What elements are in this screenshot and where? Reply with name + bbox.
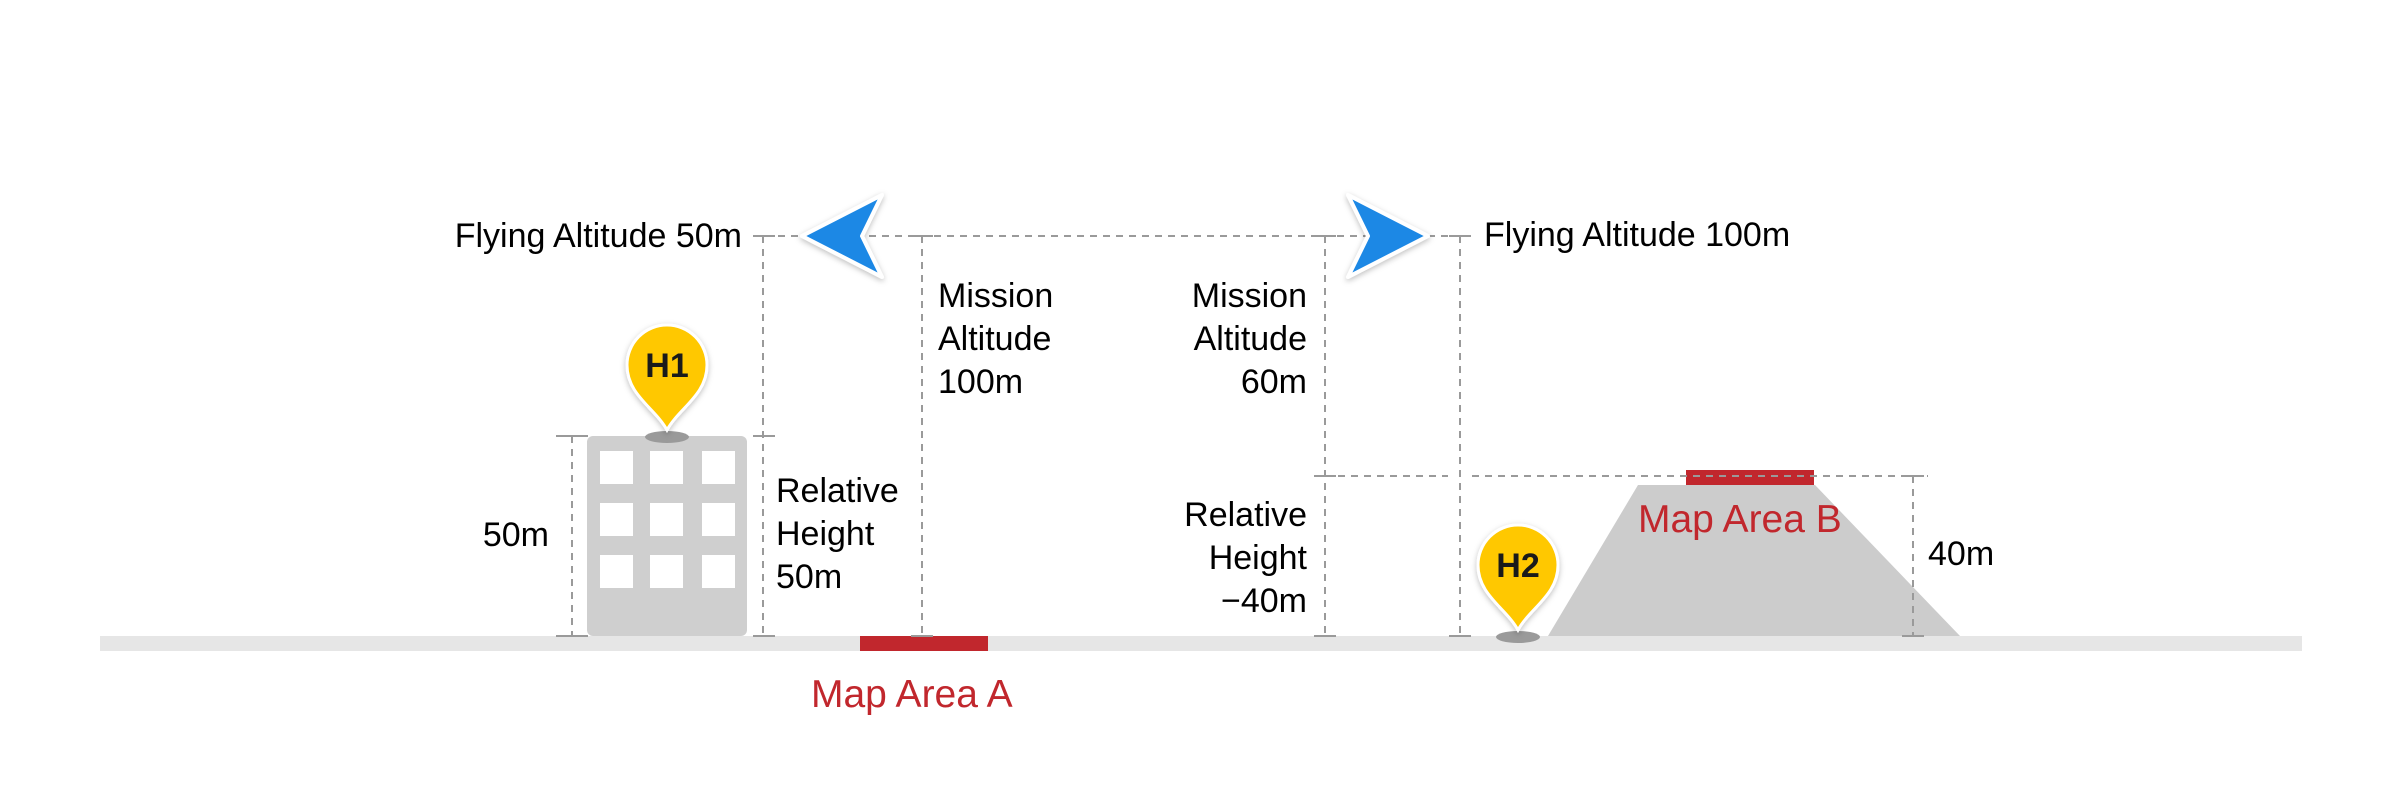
- arrow-right-icon: [1346, 193, 1430, 279]
- left-mission-altitude-line-3: 100m: [938, 363, 1024, 401]
- building: [587, 436, 747, 636]
- hill: [1548, 485, 1960, 636]
- map-area-a-marker: [860, 636, 988, 651]
- left-mission-altitude-label: Mission Altitude 100m: [938, 275, 1053, 404]
- map-area-a-label: Map Area A: [811, 673, 1013, 716]
- home-point-h2-pin: H2: [1476, 523, 1560, 643]
- right-relative-height-line-2: Height: [1208, 539, 1307, 577]
- left-relative-height-label: Relative Height 50m: [776, 470, 899, 599]
- left-relative-height-line-2: Height: [776, 515, 875, 553]
- home-point-h2-label: H2: [1496, 547, 1539, 585]
- right-mission-altitude-label: Mission Altitude 60m: [1192, 275, 1307, 404]
- right-flying-altitude-label: Flying Altitude 100m: [1484, 216, 1791, 254]
- building-height-label: 50m: [482, 516, 549, 554]
- home-point-h1-label: H1: [645, 347, 688, 385]
- home-point-h1-pin: H1: [625, 323, 709, 443]
- arrow-left-icon: [800, 193, 884, 279]
- right-mission-altitude-line-1: Mission: [1191, 277, 1307, 315]
- left-relative-height-line-1: Relative: [776, 472, 899, 510]
- right-relative-height-label: Relative Height −40m: [1184, 494, 1307, 623]
- left-mission-altitude-line-1: Mission: [938, 277, 1054, 315]
- left-flying-altitude-label: Flying Altitude 50m: [454, 217, 742, 255]
- ground-line: [100, 636, 2302, 651]
- right-relative-height-line-1: Relative: [1184, 496, 1307, 534]
- hill-height-label: 40m: [1928, 535, 1995, 573]
- right-relative-height-line-3: −40m: [1221, 582, 1307, 620]
- map-area-b-label: Map Area B: [1638, 498, 1842, 541]
- map-area-b-marker: [1686, 470, 1814, 485]
- left-mission-altitude-line-2: Altitude: [938, 320, 1052, 358]
- right-mission-altitude-line-2: Altitude: [1193, 320, 1307, 358]
- tick-marks: [556, 235, 1924, 637]
- left-relative-height-line-3: 50m: [776, 558, 843, 596]
- right-mission-altitude-line-3: 60m: [1240, 363, 1307, 401]
